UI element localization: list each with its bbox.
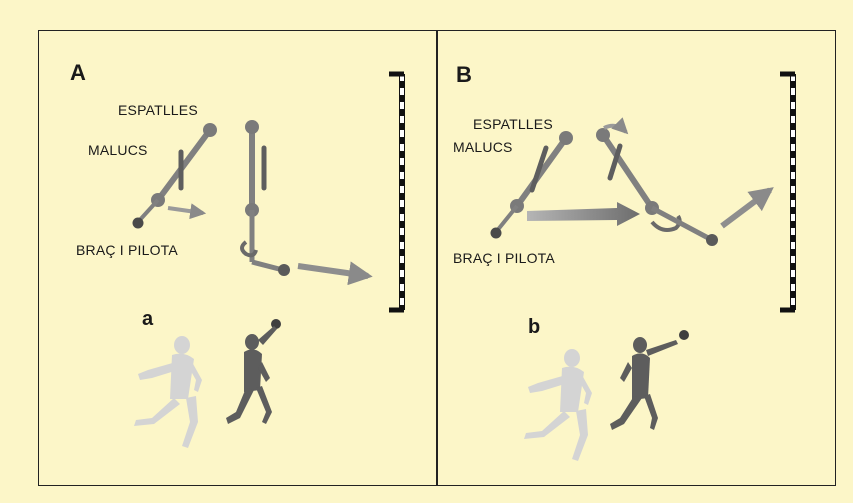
- shoulders-segment-a: [155, 127, 213, 203]
- ball-a: [132, 217, 144, 229]
- shoulder-joint-top-a: [203, 123, 217, 137]
- ball-b2: [706, 234, 718, 246]
- arm-segment-b: [494, 204, 519, 234]
- panel-b-arm-label: BRAÇ I PILOTA: [453, 250, 555, 266]
- panel-a-shoulders-label: ESPATLLES: [118, 102, 198, 118]
- panel-a-letter: A: [70, 60, 86, 85]
- forearm-a2: [251, 259, 284, 273]
- panel-a-subletter: a: [142, 308, 154, 330]
- shoulder-joint-b2: [596, 128, 610, 142]
- panel-a-arm-label: BRAÇ I PILOTA: [76, 242, 178, 258]
- rotation-arrow-a: [240, 240, 258, 258]
- throw-arrow-b: [720, 187, 774, 229]
- shoulder-joint-top-b: [559, 131, 573, 145]
- panel-b-figure: [490, 117, 774, 246]
- curved-arrow-b: [603, 117, 629, 135]
- panel-b-subletter: b: [528, 316, 541, 338]
- arm-segment-a: [136, 198, 160, 224]
- hips-segment-b2: [607, 143, 623, 181]
- forearm-b2: [650, 205, 714, 243]
- panel-b-letter: B: [456, 62, 472, 87]
- motion-arrow-big-b: [527, 202, 640, 226]
- throw-arrow-a: [297, 261, 373, 286]
- hips-segment-b: [529, 145, 549, 193]
- rotation-arrow-b: [650, 214, 682, 232]
- ball-b: [490, 227, 502, 239]
- ball-a2: [278, 264, 290, 276]
- motion-arrow-small-a: [167, 203, 207, 220]
- shoulder-joint-a2: [245, 120, 259, 134]
- panel-b-hips-label: MALUCS: [453, 139, 513, 155]
- goal-b: [780, 71, 796, 313]
- shoulders-segment-b: [514, 135, 569, 209]
- goal-a: [389, 71, 405, 313]
- runner-pair-b: [524, 330, 689, 461]
- panel-a-figure: [132, 120, 373, 286]
- panel-divider: [436, 30, 438, 486]
- panel-b-shoulders-label: ESPATLLES: [473, 116, 553, 132]
- panel-a-hips-label: MALUCS: [88, 142, 148, 158]
- runner-pair-a: [134, 319, 281, 448]
- shoulders-segment-b2: [600, 132, 655, 211]
